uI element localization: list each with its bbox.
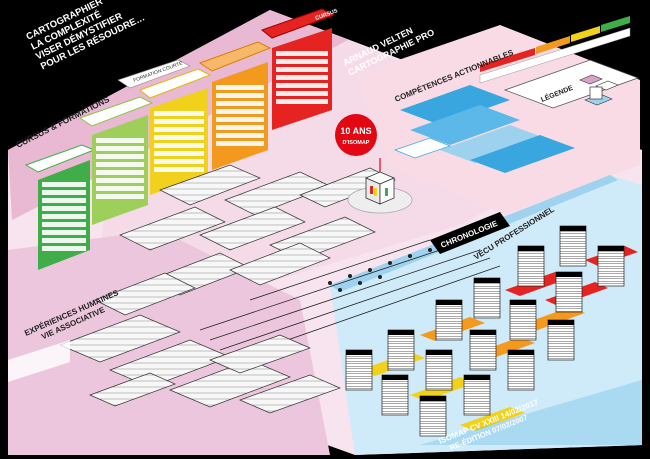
isomap-cube: [347, 158, 413, 214]
header-formation-courte: [117, 59, 191, 89]
experience-cards: [59, 314, 341, 414]
ten-years-badge: [335, 114, 377, 156]
chronologie-banner: [430, 212, 510, 254]
timeline-lines: [199, 239, 501, 361]
column-lightgreen: [78, 96, 154, 225]
central-cards: [94, 164, 396, 316]
vecu-cards: [345, 225, 638, 437]
badge-line-1: 10 ANS: [340, 126, 371, 136]
footer-band: [420, 380, 642, 445]
competence-boxes: [393, 85, 575, 173]
column-red: [260, 8, 336, 130]
legend-box: [503, 59, 640, 109]
column-green: [24, 144, 96, 270]
column-yellow: [138, 68, 212, 195]
competence-color-bars: [479, 16, 631, 84]
cursus-columns: [24, 8, 336, 270]
column-orange: [198, 41, 272, 170]
timeline-dots: [328, 248, 432, 292]
experience-note: [8, 340, 70, 382]
badge-line-2: D'ISOMAP: [343, 140, 370, 146]
